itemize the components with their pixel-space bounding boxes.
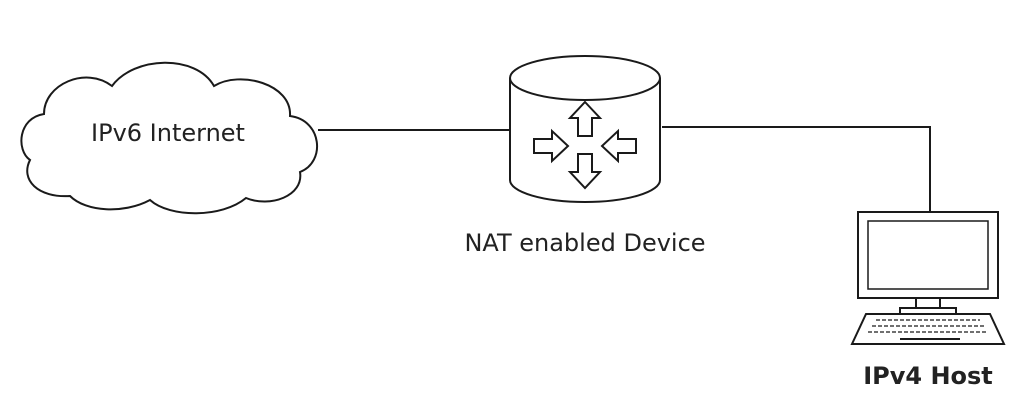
cloud-label: IPv6 Internet [91, 119, 245, 147]
cloud-icon [20, 61, 319, 215]
arrow-down-icon [567, 153, 603, 190]
arrow-right-icon [533, 128, 570, 164]
computer-icon [850, 211, 1006, 345]
keyboard-keys [868, 319, 988, 340]
router-icon [509, 55, 661, 203]
arrow-left-icon [600, 128, 637, 164]
link-device-to-host [662, 126, 931, 212]
host-label: IPv4 Host [863, 362, 993, 390]
arrow-up-icon [567, 100, 603, 137]
device-label: NAT enabled Device [464, 229, 705, 257]
